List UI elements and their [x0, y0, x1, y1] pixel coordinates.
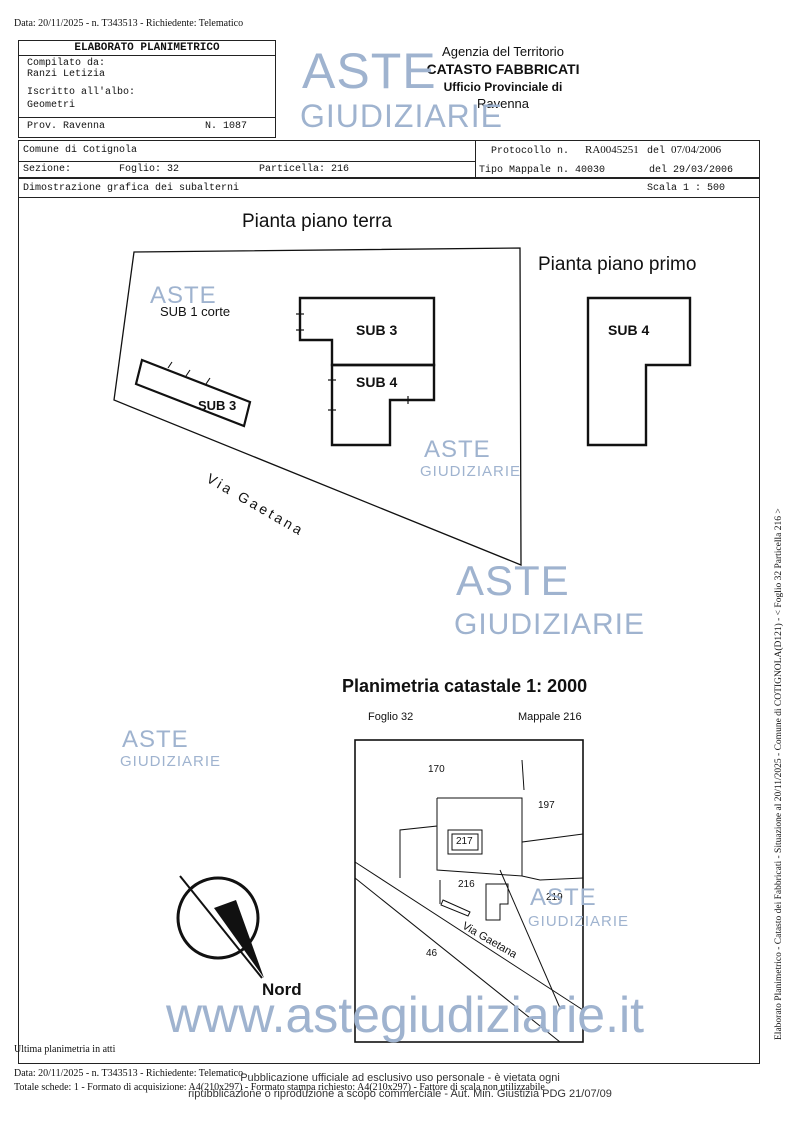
watermark-aste: ASTE	[302, 43, 437, 99]
map-mappale: Mappale 216	[518, 711, 582, 723]
watermark-aste-6: ASTE	[530, 884, 597, 911]
title-piano-terra: Pianta piano terra	[242, 211, 392, 232]
watermark-giudiziarie-5: GIUDIZIARIE	[120, 753, 222, 770]
parcel-197: 197	[538, 800, 555, 811]
protocollo-value: RA0045251	[585, 144, 639, 156]
label-sub3: SUB 3	[356, 322, 398, 338]
dimostrazione: Dimostrazione grafica dei subalterni	[23, 183, 240, 194]
map-frame	[354, 739, 584, 1043]
protocollo-date: 07/04/2006	[671, 144, 722, 156]
map-foglio: Foglio 32	[368, 711, 414, 723]
footer-notice1: Pubblicazione ufficiale ad esclusivo uso…	[240, 1072, 560, 1084]
tipo-mappale: Tipo Mappale n. 40030	[479, 165, 606, 176]
form-divider	[19, 117, 275, 118]
watermark-aste-3: ASTE	[424, 436, 491, 463]
nord-label: Nord	[262, 980, 302, 999]
protocollo-del: del	[647, 146, 666, 157]
sub4-first-floor	[586, 296, 692, 447]
foglio: Foglio: 32	[119, 164, 180, 175]
parcel-46: 46	[426, 948, 438, 959]
watermark-aste-5: ASTE	[122, 726, 189, 753]
footer-notice2: ripubblicazione o riproduzione a scopo c…	[188, 1088, 612, 1100]
side-text: Elaborato Planimetrico - Catasto dei Fab…	[774, 508, 784, 1040]
north-arrow	[176, 875, 264, 979]
watermark-giudiziarie-6: GIUDIZIARIE	[528, 913, 630, 930]
tipo-date: del 29/03/2006	[649, 165, 734, 176]
lot-outline	[113, 247, 522, 566]
map-lines	[354, 759, 584, 1043]
prov: Prov. Ravenna	[27, 121, 106, 132]
title-piano-primo: Pianta piano primo	[538, 254, 697, 275]
compilato-label: Compilato da:	[27, 58, 106, 69]
particella: Particella: 216	[259, 164, 350, 175]
sub3-annex	[134, 358, 252, 428]
footer-ultima: Ultima planimetria in atti	[14, 1044, 116, 1055]
form-title: ELABORATO PLANIMETRICO	[19, 41, 275, 56]
info-box: Comune di Cotignola Sezione: Foglio: 32 …	[18, 140, 760, 178]
iscritto-label: Iscritto all'albo:	[27, 87, 136, 98]
scala: Scala 1 : 500	[647, 183, 726, 194]
footer-line2: Totale schede: 1 - Formato di acquisizio…	[14, 1082, 545, 1093]
agency-line4: Ravenna	[476, 96, 530, 111]
label-sub1-corte: SUB 1 corte	[160, 304, 231, 319]
watermark-giudiziarie-4: GIUDIZIARIE	[454, 608, 646, 641]
watermark-site: www.astegiudiziarie.it	[166, 987, 644, 1043]
info-hdivider	[19, 161, 475, 162]
dimostrazione-row: Dimostrazione grafica dei subalterni Sca…	[18, 178, 760, 198]
agency-line3: Ufficio Provinciale di	[443, 80, 563, 94]
label-sub4-primo: SUB 4	[608, 322, 650, 338]
parcel-216: 216	[458, 879, 475, 890]
annex-ticks	[167, 361, 211, 385]
watermark-aste-4: ASTE	[456, 557, 570, 604]
agency-line2: CATASTO FABBRICATI	[426, 61, 580, 77]
comune: Comune di Cotignola	[23, 145, 138, 156]
agency-line1: Agenzia del Territorio	[442, 44, 564, 59]
agency-block: Agenzia del Territorio CATASTO FABBRICAT…	[400, 44, 606, 111]
numero: N. 1087	[205, 121, 248, 132]
form-box: ELABORATO PLANIMETRICO Compilato da: Ran…	[18, 40, 276, 138]
protocollo-label: Protocollo n.	[491, 146, 570, 157]
iscritto-value: Geometri	[27, 100, 76, 111]
info-vdivider	[475, 141, 476, 177]
watermark-aste-2: ASTE	[150, 282, 217, 309]
watermark-giudiziarie: GIUDIZIARIE	[300, 98, 504, 134]
watermark-giudiziarie-3: GIUDIZIARIE	[420, 463, 522, 480]
map-title: Planimetria catastale 1: 2000	[342, 676, 588, 696]
parcel-219: 219	[546, 892, 563, 903]
footer-line1: Data: 20/11/2025 - n. T343513 - Richiede…	[14, 1068, 244, 1079]
parcel-217: 217	[456, 836, 473, 847]
building-ticks	[296, 313, 409, 411]
header-line: Data: 20/11/2025 - n. T343513 - Richiede…	[14, 18, 244, 29]
sub4-building	[330, 363, 436, 447]
sezione: Sezione:	[23, 164, 72, 175]
label-sub3-annex: SUB 3	[198, 398, 237, 413]
label-sub4: SUB 4	[356, 374, 398, 390]
drawing-frame	[18, 198, 760, 1064]
compilato-name: Ranzi Letizia	[27, 69, 106, 80]
parcel-170: 170	[428, 764, 445, 775]
